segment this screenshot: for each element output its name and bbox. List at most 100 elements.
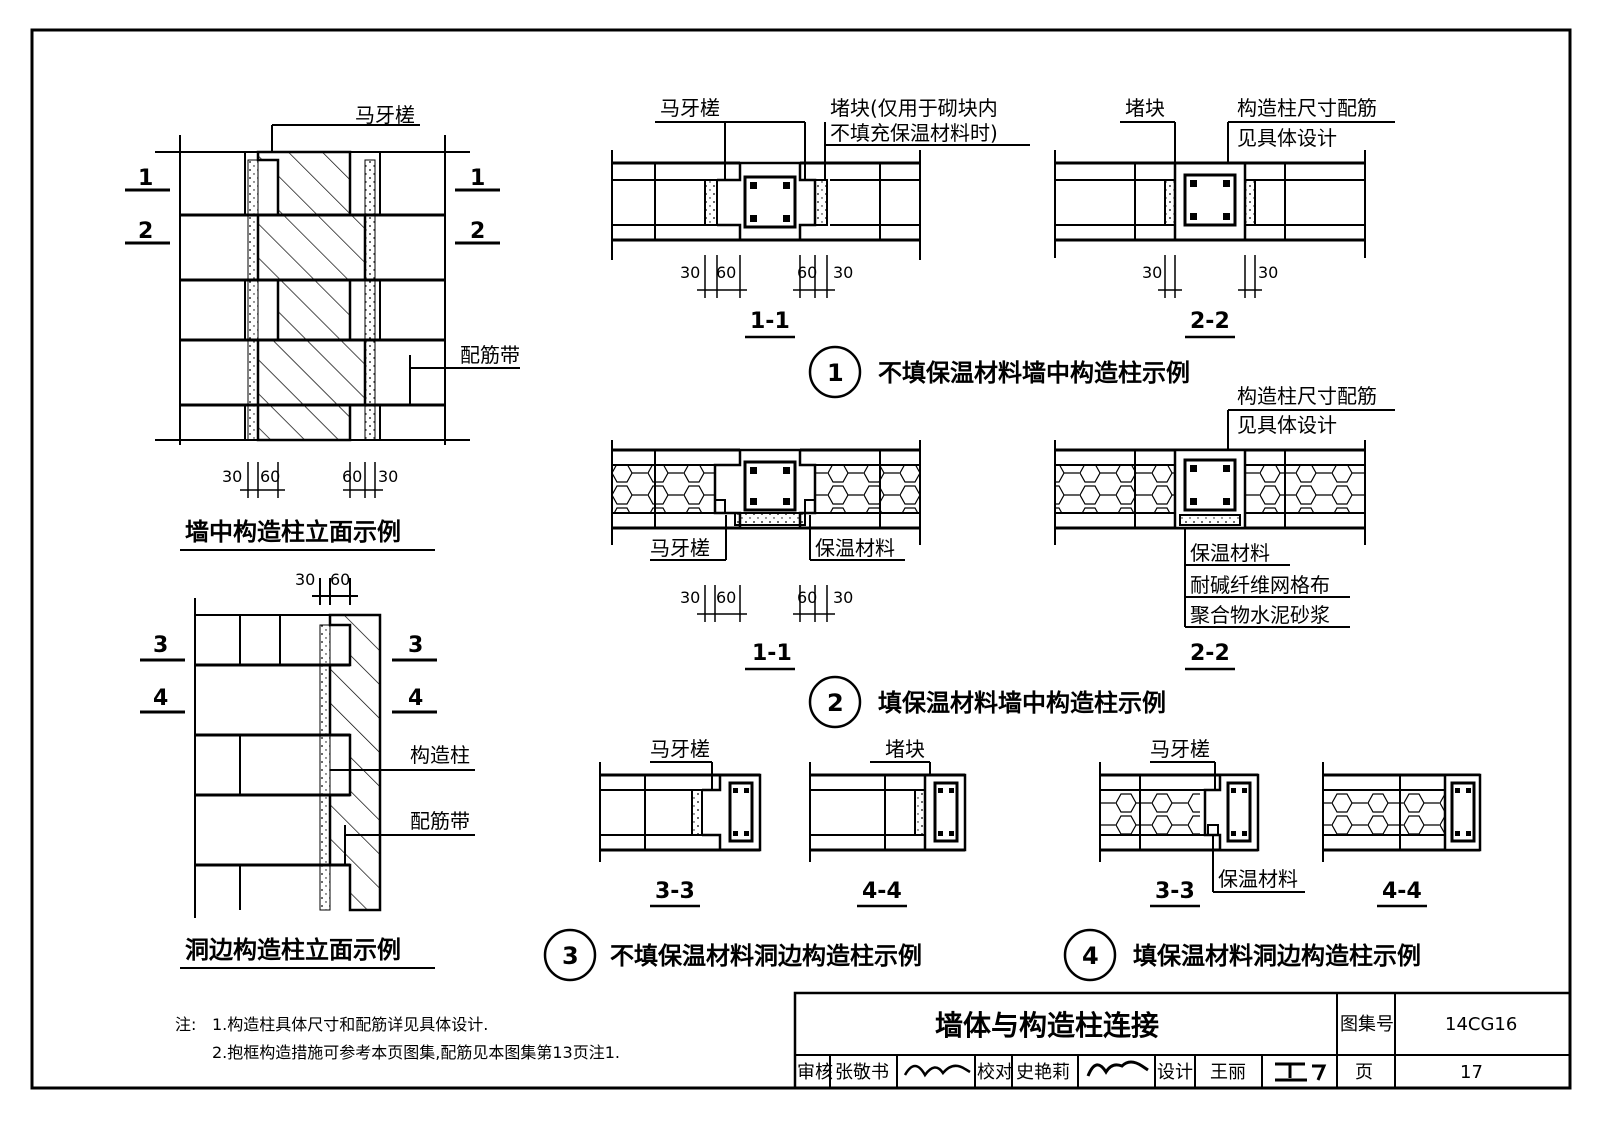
page-number: 17	[1460, 1062, 1483, 1083]
note-1: 1.构造柱具体尺寸和配筋详见具体设计.	[212, 1015, 488, 1034]
rebars-2-2-b	[1190, 465, 1230, 505]
caption-no-1: 1	[827, 359, 844, 387]
label-size-note-1-a: 构造柱尺寸配筋	[1237, 96, 1377, 120]
dim-60-b: 60	[342, 467, 362, 486]
section-1-1-no-insulation	[611, 121, 1030, 260]
caption-diagram-4: 填保温材料洞边构造柱示例	[1133, 942, 1421, 970]
section-4-4-no-insulation	[809, 761, 967, 862]
section-mark-1-right: 1	[470, 166, 485, 191]
title-2-2-a: 2-2	[1190, 309, 1230, 334]
label-mortar: 聚合物水泥砂浆	[1190, 603, 1330, 627]
label-insulation-2-2: 保温材料	[1190, 541, 1270, 565]
notes-head: 注:	[175, 1015, 196, 1034]
label-ma-ya-cha-3-3-b: 马牙槎	[1150, 737, 1210, 761]
checker-signature	[1086, 1060, 1149, 1077]
label-ma-ya-cha-1-1-b: 马牙槎	[650, 536, 710, 560]
title-2-2-b: 2-2	[1190, 641, 1230, 666]
label-insulation-3-3: 保温材料	[1218, 867, 1298, 891]
caption-circle-1	[808, 345, 862, 399]
drawing-title: 墙体与构造柱连接	[935, 1009, 1159, 1042]
dim-30-h: 30	[680, 588, 700, 607]
label-pei-jin-dai-elev: 配筋带	[460, 343, 520, 367]
reviewer-name: 张敬书	[835, 1062, 889, 1083]
design-label: 设计	[1157, 1062, 1193, 1083]
designer-signature	[1275, 1062, 1327, 1082]
caption-circle-4	[1063, 928, 1117, 982]
section-mark-3-right: 3	[408, 633, 423, 658]
title-1-1-a: 1-1	[750, 309, 790, 334]
caption-no-4: 4	[1082, 942, 1099, 970]
caption-diagram-1: 不填保温材料墙中构造柱示例	[878, 359, 1190, 387]
rebars-4-4-b	[1455, 788, 1471, 836]
dim-30-e: 30	[833, 263, 853, 282]
caption-diagram-3: 不填保温材料洞边构造柱示例	[610, 942, 922, 970]
caption-circle-3	[543, 928, 597, 982]
dim-1-1-b	[697, 585, 835, 622]
dim-60-a: 60	[260, 467, 280, 486]
title-4-4-a: 4-4	[862, 879, 902, 904]
section-3-3-insulation	[1099, 761, 1305, 893]
title-3-3-b: 3-3	[1155, 879, 1195, 904]
dim-30-g: 30	[1258, 263, 1278, 282]
caption-circle-2	[808, 675, 862, 729]
rebars-4-4	[938, 788, 954, 836]
dim-60-e: 60	[797, 263, 817, 282]
dim-elev-top	[240, 462, 383, 498]
dim-2-2	[1158, 255, 1262, 298]
label-du-kuai-4-4: 堵块	[885, 737, 925, 761]
title-1-1-b: 1-1	[752, 641, 792, 666]
label-du-kuai-2-2: 堵块	[1125, 96, 1165, 120]
elevation-wall-column	[125, 124, 520, 445]
atlas-number: 14CG16	[1445, 1014, 1517, 1035]
caption-diagram-2: 填保温材料墙中构造柱示例	[878, 689, 1166, 717]
note-2: 2.抱框构造措施可参考本页图集,配筋见本图集第13页注1.	[212, 1043, 620, 1062]
label-size-note-2-a: 见具体设计	[1237, 126, 1337, 150]
dim-60-i: 60	[797, 588, 817, 607]
dim-30-d: 30	[680, 263, 700, 282]
title-block	[793, 991, 1572, 1090]
section-2-2-no-insulation	[1054, 121, 1395, 258]
label-du-kuai-note-1: 堵块(仅用于砌块内	[830, 96, 998, 120]
check-label: 校对	[977, 1062, 1013, 1083]
reviewer-signature	[903, 1064, 971, 1078]
section-mark-4-right: 4	[408, 686, 423, 711]
section-3-3-no-insulation	[599, 761, 762, 862]
section-mark-3-left: 3	[153, 633, 168, 658]
section-mark-2-right: 2	[470, 219, 485, 244]
caption-no-3: 3	[562, 942, 579, 970]
label-ma-ya-cha-elev: 马牙槎	[355, 103, 415, 127]
label-du-kuai-note-2: 不填充保温材料时)	[830, 121, 998, 145]
section-mark-4-left: 4	[153, 686, 168, 711]
dim-1-1	[697, 255, 835, 298]
designer-name: 王丽	[1210, 1062, 1246, 1083]
checker-name: 史艳莉	[1016, 1062, 1070, 1083]
rebars-2-2	[1190, 180, 1230, 220]
section-2-2-insulation	[1054, 409, 1395, 628]
atlas-label: 图集号	[1340, 1014, 1394, 1035]
label-size-note-1-b: 构造柱尺寸配筋	[1237, 384, 1377, 408]
review-label: 审核	[797, 1062, 833, 1083]
label-insulation-1-1: 保温材料	[815, 536, 895, 560]
caption-wall-elevation: 墙中构造柱立面示例	[185, 518, 401, 546]
section-mark-2-left: 2	[138, 219, 153, 244]
label-gou-zao-zhu: 构造柱	[410, 743, 470, 767]
title-3-3-a: 3-3	[655, 879, 695, 904]
section-mark-1-left: 1	[138, 166, 153, 191]
elevation-opening-column	[140, 578, 475, 918]
dim-30-b: 30	[378, 467, 398, 486]
label-mesh: 耐碱纤维网格布	[1190, 573, 1330, 597]
rebars-3-3	[733, 788, 749, 836]
page-label: 页	[1355, 1062, 1373, 1083]
caption-opening-elevation: 洞边构造柱立面示例	[185, 936, 401, 964]
rebars-1-1-b	[750, 467, 790, 505]
dim-60-c: 60	[330, 570, 350, 589]
label-size-note-2-b: 见具体设计	[1237, 413, 1337, 437]
dim-30-i: 30	[833, 588, 853, 607]
dim-60-h: 60	[716, 588, 736, 607]
dim-60-d: 60	[716, 263, 736, 282]
dim-30-c: 30	[295, 570, 315, 589]
dim-30-f: 30	[1142, 263, 1162, 282]
section-4-4-insulation	[1322, 762, 1482, 862]
dim-30-a: 30	[222, 467, 242, 486]
